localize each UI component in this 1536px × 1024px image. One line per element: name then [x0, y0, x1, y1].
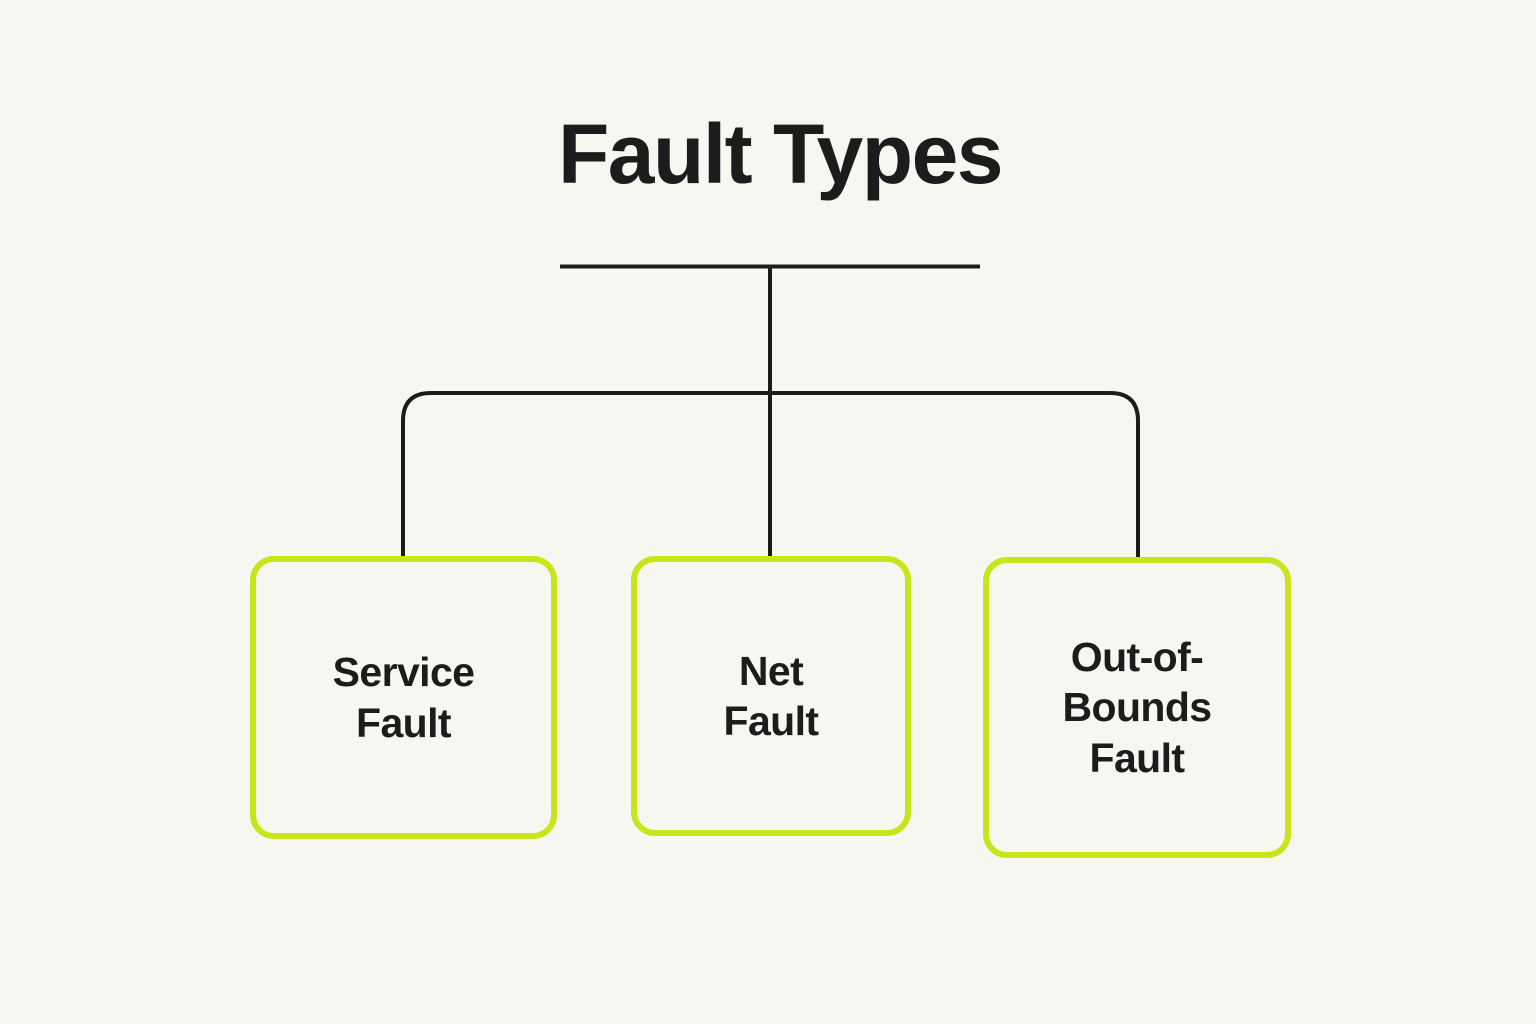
node-label: Service Fault [332, 649, 475, 746]
node-out-of-bounds-fault[interactable]: Out-of- Bounds Fault [983, 557, 1291, 858]
branch-right-elbow [770, 391, 1140, 558]
node-service-fault[interactable]: Service Fault [250, 556, 557, 839]
node-net-fault[interactable]: Net Fault [631, 556, 911, 836]
node-label: Net Fault [723, 647, 820, 744]
page-title: Fault Types [557, 107, 1004, 201]
node-label: Out-of- Bounds Fault [1062, 634, 1213, 781]
branch-left-elbow [401, 391, 770, 558]
